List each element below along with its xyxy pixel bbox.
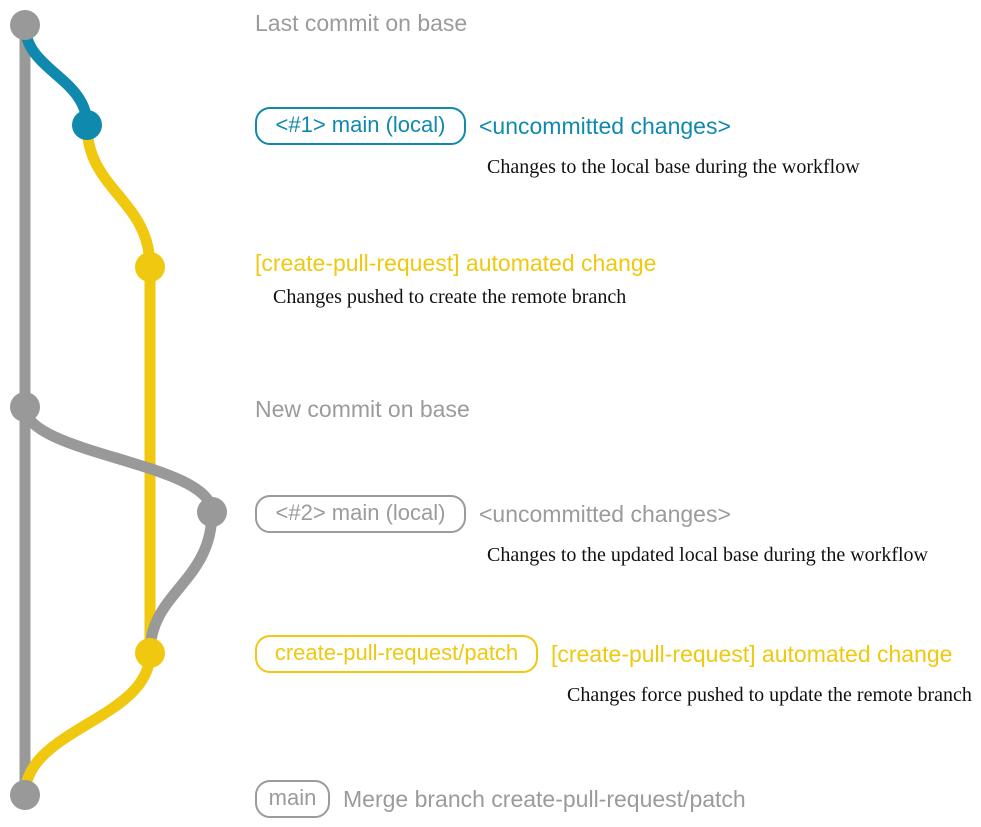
graph-row-local-2: <#2> main (local) <uncommitted changes> … [255, 495, 928, 567]
commit-description-1: Changes to the local base during the wor… [487, 156, 860, 178]
commit-description-2: Changes pushed to create the remote bran… [273, 286, 627, 308]
graph-row-new-commit: New commit on base [255, 398, 470, 421]
row-line: <#2> main (local) <uncommitted changes> [255, 495, 731, 533]
branch-pill-create-pull-request-patch[interactable]: create-pull-request/patch [255, 635, 538, 673]
row-line: [create-pull-request] automated change [255, 252, 656, 275]
graph-row-automated-1: [create-pull-request] automated change C… [255, 252, 656, 309]
node-last-commit-on-base[interactable] [10, 10, 40, 40]
node-local-2[interactable] [197, 497, 227, 527]
node-merge-commit[interactable] [10, 780, 40, 810]
graph-row-last-commit: Last commit on base [255, 12, 467, 35]
graph-row-automated-2: create-pull-request/patch [create-pull-r… [255, 635, 972, 707]
branch-pill-main-local-1[interactable]: <#1> main (local) [255, 107, 466, 145]
commit-message-uncommitted-changes-1: <uncommitted changes> [479, 112, 731, 139]
row-line: Last commit on base [255, 12, 467, 35]
commit-message-merge: Merge branch create-pull-request/patch [343, 785, 746, 812]
commit-message-automated-change-1: [create-pull-request] automated change [255, 250, 657, 276]
edge-base-to-local-2 [19, 401, 218, 518]
edge-remote-2-to-merge [19, 647, 156, 801]
branch-pill-main-local-2[interactable]: <#2> main (local) [255, 495, 466, 533]
node-automated-change-2[interactable] [135, 638, 165, 668]
row-line: New commit on base [255, 398, 470, 421]
row-line: <#1> main (local) <uncommitted changes> [255, 107, 731, 145]
commit-nodes [10, 10, 227, 810]
branch-pill-main[interactable]: main [255, 780, 330, 818]
commit-description-3: Changes to the updated local base during… [487, 544, 928, 566]
commit-message-uncommitted-changes-2: <uncommitted changes> [479, 500, 731, 527]
edge-local-1-to-remote-1 [81, 119, 156, 273]
commit-message-automated-change-2: [create-pull-request] automated change [551, 640, 953, 667]
node-new-commit-on-base[interactable] [10, 392, 40, 422]
row-line: create-pull-request/patch [create-pull-r… [255, 635, 952, 673]
commit-message-new-commit: New commit on base [255, 396, 470, 422]
edge-local-2-to-remote-2 [144, 506, 218, 659]
commit-message-last-commit: Last commit on base [255, 10, 468, 36]
graph-row-merge: main Merge branch create-pull-request/pa… [255, 780, 746, 818]
node-automated-change-1[interactable] [135, 252, 165, 282]
graph-row-local-1: <#1> main (local) <uncommitted changes> … [255, 107, 860, 179]
node-local-1[interactable] [72, 110, 102, 140]
edge-base-to-local-1 [19, 19, 93, 131]
commit-description-4: Changes force pushed to update the remot… [567, 684, 972, 706]
row-line: main Merge branch create-pull-request/pa… [255, 780, 746, 818]
